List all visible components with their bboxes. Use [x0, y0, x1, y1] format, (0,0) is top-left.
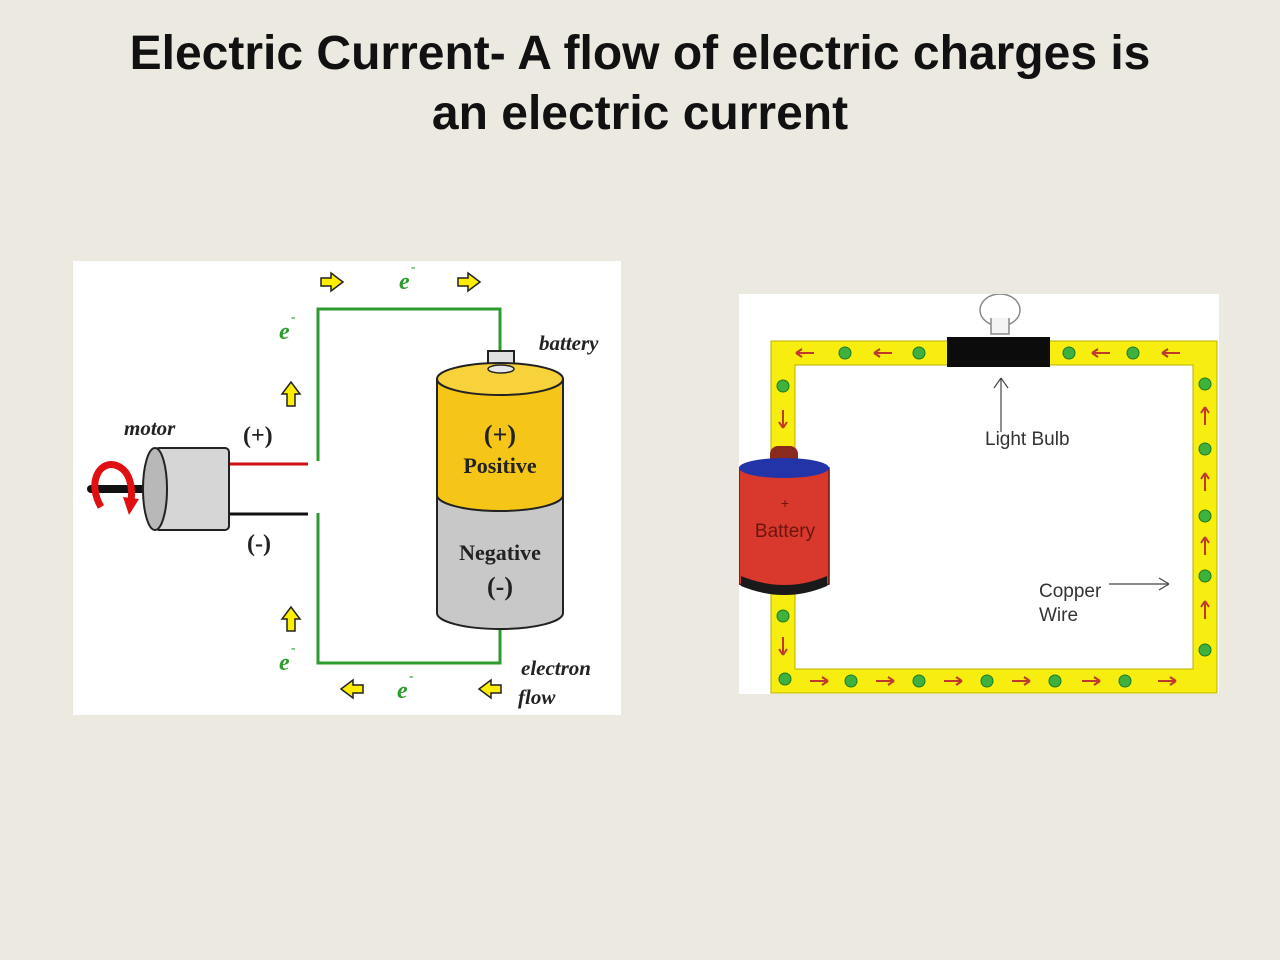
- copper-wire-label-line-2: Wire: [1039, 605, 1078, 626]
- light-bulb-icon: [947, 294, 1050, 367]
- electron-arrow-left-icon: [340, 679, 364, 699]
- electron-arrow-right-icon: [457, 272, 481, 292]
- electron-arrow-left-icon: [478, 679, 502, 699]
- copper-wire-label-line-1: Copper: [1039, 581, 1102, 602]
- battery-positive-sign: (+): [484, 420, 516, 449]
- motor-label: motor: [124, 416, 176, 440]
- electron-symbol: e: [397, 678, 408, 704]
- electron-flow-label-line-1: electron: [521, 656, 591, 680]
- motor-circuit-svg: e - e - e - e - motor (+) (-) battery (+…: [87, 261, 599, 709]
- electron-charge: -: [291, 641, 296, 656]
- circuit-wire: [316, 307, 502, 665]
- copper-wire-loop: [771, 341, 1217, 693]
- electron-charge: -: [411, 261, 416, 275]
- slide-title-line-2: an electric current: [431, 87, 849, 140]
- battery-negative-sign: (-): [487, 572, 513, 601]
- bulb-circuit-diagram: Light Bulb Battery + Copper Wire: [739, 294, 1219, 694]
- electron-arrow-up-icon: [281, 606, 301, 632]
- slide-title: Electric Current- A flow of electric cha…: [40, 24, 1240, 144]
- electron-arrow-up-icon: [281, 381, 301, 407]
- light-bulb-label: Light Bulb: [985, 429, 1070, 450]
- electron-symbol: e: [399, 269, 410, 295]
- electron-arrow-right-icon: [320, 272, 344, 292]
- motor-circuit-diagram: e - e - e - e - motor (+) (-) battery (+…: [73, 261, 621, 715]
- bulb-pointer-icon: [993, 377, 1009, 432]
- motor-icon: [87, 447, 230, 531]
- slide-title-line-1: Electric Current- A flow of electric cha…: [129, 27, 1151, 80]
- battery-plus-sign: +: [781, 495, 789, 511]
- electron-flow-label-line-2: flow: [518, 685, 556, 709]
- electron-charge: -: [291, 310, 296, 325]
- battery-label: battery: [539, 331, 599, 355]
- battery-positive-text: Positive: [463, 453, 537, 478]
- battery-icon: [739, 446, 830, 595]
- battery-negative-text: Negative: [459, 540, 541, 565]
- electron-charge: -: [409, 669, 414, 684]
- battery-label: Battery: [755, 521, 816, 542]
- electron-symbol: e: [279, 650, 290, 676]
- battery-icon: [436, 350, 564, 630]
- wire-pointer-icon: [1109, 577, 1170, 591]
- bulb-circuit-svg: Light Bulb Battery + Copper Wire: [739, 294, 1218, 694]
- minus-terminal-label: (-): [247, 531, 271, 557]
- electron-symbol: e: [279, 319, 290, 345]
- plus-terminal-label: (+): [243, 423, 273, 449]
